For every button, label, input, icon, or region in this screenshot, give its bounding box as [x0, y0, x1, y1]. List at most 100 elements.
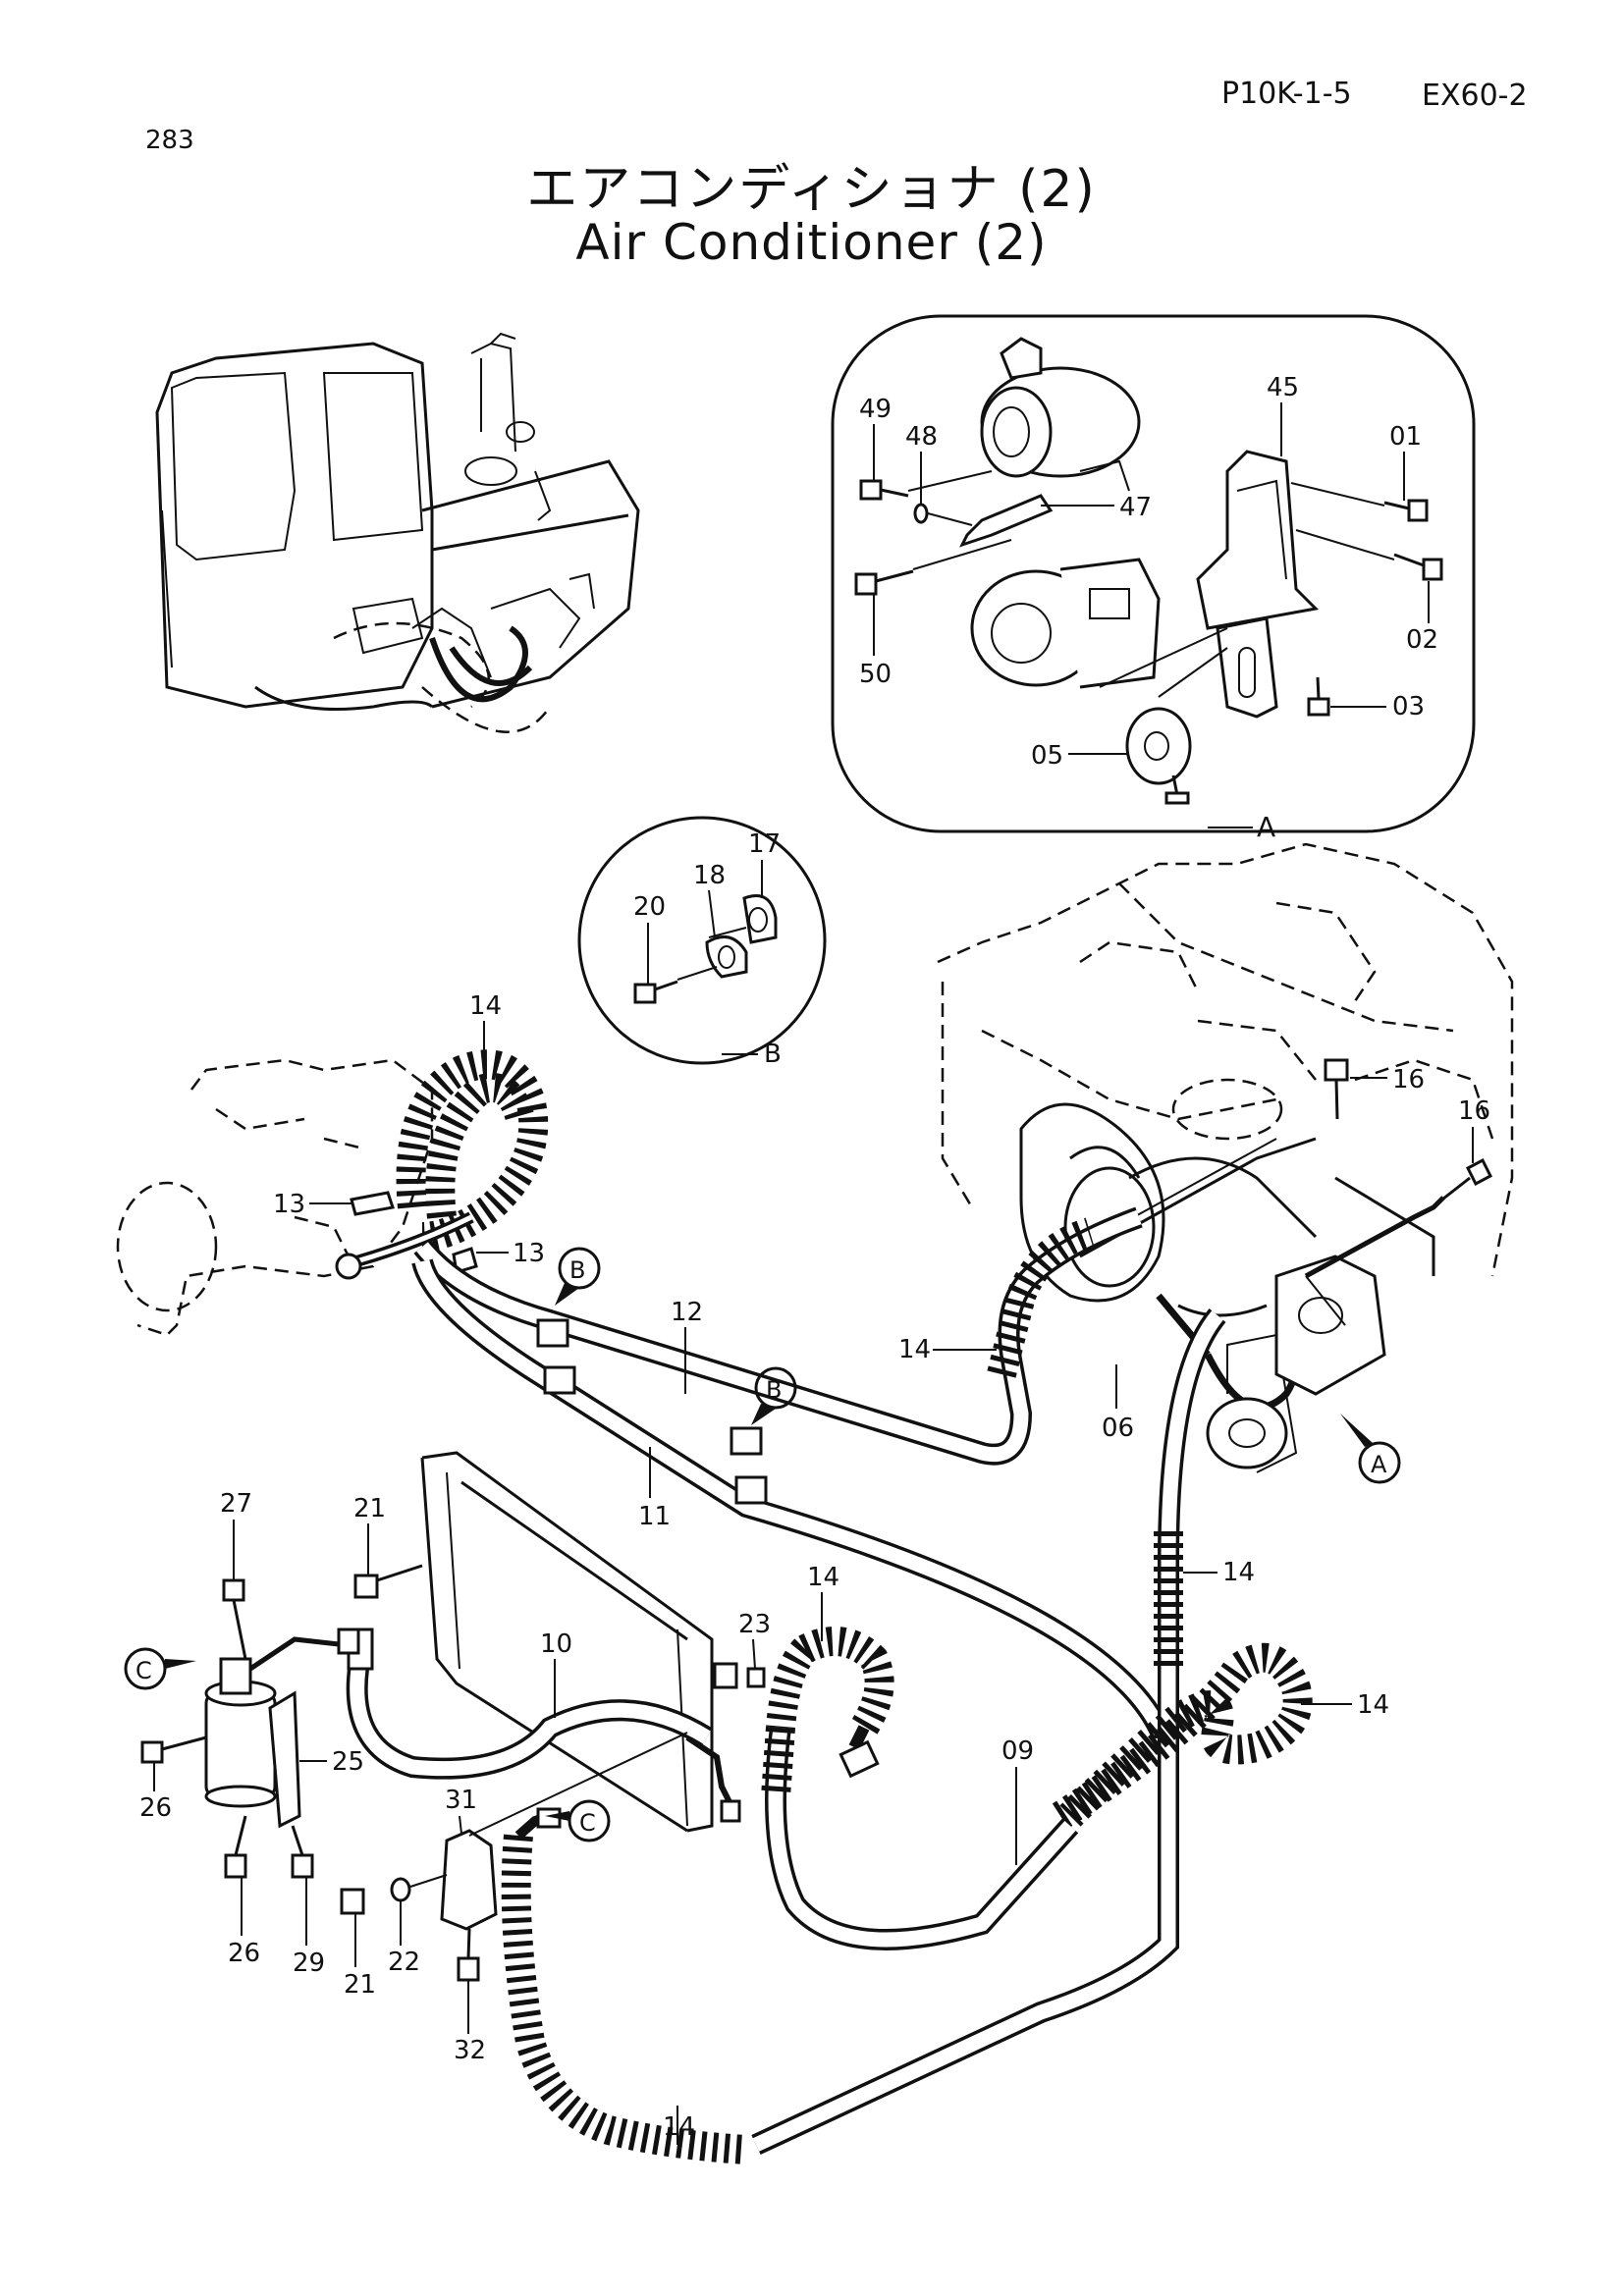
washer-22 [390, 1874, 448, 1902]
model-code: EX60-2 [1422, 79, 1528, 113]
callout-14-coil: 14 [1357, 1690, 1389, 1720]
excavator-overview-illustration [155, 332, 640, 733]
callout-49: 49 [859, 395, 892, 424]
hose-14-coil-lower [1052, 1642, 1313, 1829]
callout-16-upper: 16 [1392, 1065, 1425, 1095]
page-number: 283 [145, 126, 194, 155]
ref-marker-b-1: B [555, 1247, 601, 1306]
bolt-50 [854, 569, 914, 596]
detail-a-panel: A [831, 314, 1476, 843]
pipe-clamp-b1 [536, 1318, 569, 1348]
callout-20: 20 [633, 892, 666, 922]
callout-16-lower: 16 [1458, 1096, 1490, 1126]
svg-text:B: B [766, 1376, 782, 1404]
clamp-18 [705, 927, 748, 979]
bolt-21-lower [340, 1888, 365, 1915]
bracket-47 [959, 494, 1054, 548]
receiver-illustration [116, 1058, 434, 1337]
bracket-31 [440, 1732, 688, 1931]
callout-48: 48 [905, 422, 938, 452]
callout-03: 03 [1392, 692, 1425, 721]
callout-21-lower: 21 [344, 1970, 376, 2000]
bolt-03 [1307, 676, 1330, 717]
pipe-clamp-b2 [543, 1365, 576, 1395]
bracket-45 [1196, 450, 1320, 719]
callout-17: 17 [748, 829, 781, 859]
callout-05: 05 [1031, 741, 1063, 771]
svg-text:C: C [135, 1657, 152, 1684]
callout-13-upper: 13 [273, 1190, 305, 1219]
hose-14-coil-upper [396, 1049, 549, 1252]
callout-10: 10 [540, 1629, 572, 1659]
fitting-13-upper [350, 1191, 395, 1216]
bolt-01 [1383, 499, 1429, 522]
callout-14-top: 14 [469, 991, 502, 1021]
bolt-32 [457, 1928, 480, 1982]
callout-32: 32 [454, 2036, 486, 2065]
hose-14-center [761, 1627, 1079, 1950]
hose-09 [751, 1308, 1226, 2155]
callout-14-right: 14 [1222, 1558, 1255, 1587]
ref-marker-b-2: B [751, 1366, 797, 1425]
callout-18: 18 [693, 861, 726, 890]
callout-26-lower: 26 [228, 1939, 260, 1968]
washer-48 [913, 503, 929, 524]
receiver-drier-25 [204, 1628, 360, 1829]
ref-marker-a: A [1340, 1414, 1401, 1484]
bolt-16-upper [1324, 1058, 1349, 1120]
bolt-16-lower [1437, 1157, 1492, 1204]
hose-14-lower [501, 1807, 747, 2164]
callout-29: 29 [293, 1949, 325, 1978]
callout-14-center: 14 [807, 1563, 839, 1592]
bolt-29 [291, 1825, 314, 1879]
callout-26-left: 26 [139, 1793, 172, 1823]
callout-22: 22 [388, 1948, 420, 1977]
callout-01: 01 [1389, 422, 1422, 452]
bolt-20 [633, 980, 678, 1004]
pipe-clamp-b3 [730, 1426, 763, 1456]
callout-21-upper: 21 [353, 1494, 386, 1523]
callout-14-bottom: 14 [663, 2112, 695, 2142]
pipe-clamp-b4 [734, 1475, 768, 1505]
pipe-11 [411, 1257, 1178, 1738]
callout-25: 25 [332, 1747, 364, 1777]
detail-b-label: B [764, 1040, 782, 1069]
bolt-26-lower [224, 1815, 247, 1879]
callout-13-lower: 13 [513, 1239, 545, 1268]
callout-50: 50 [859, 660, 892, 689]
callout-02: 02 [1406, 625, 1438, 655]
engine-illustration [937, 842, 1514, 1473]
callout-23: 23 [738, 1610, 771, 1639]
catalog-code: P10K-1-5 [1221, 77, 1352, 111]
fitting-23 [746, 1667, 766, 1688]
bolt-26-left [140, 1735, 207, 1764]
alternator-illustration [980, 337, 1141, 492]
callout-31: 31 [445, 1786, 477, 1815]
callout-09: 09 [1001, 1736, 1034, 1766]
bolt-49 [859, 479, 909, 501]
pipe-12 [413, 1206, 1143, 1466]
idler-pulley-05 [1125, 707, 1192, 805]
clamp-17 [742, 894, 778, 944]
compressor-illustration [970, 558, 1161, 689]
bolt-02 [1393, 553, 1443, 581]
detail-b-panel: B 17 18 20 [577, 816, 827, 1069]
callout-45: 45 [1267, 373, 1299, 402]
callout-12: 12 [671, 1298, 703, 1327]
hose-14-engine [987, 1217, 1095, 1378]
title-english: Air Conditioner (2) [575, 214, 1048, 271]
callout-11: 11 [638, 1502, 671, 1531]
callout-14-mid: 14 [898, 1335, 931, 1364]
callout-27: 27 [220, 1489, 252, 1519]
ref-marker-c-2: C [545, 1799, 611, 1842]
callout-06: 06 [1102, 1414, 1134, 1443]
bolt-27 [222, 1578, 247, 1660]
svg-text:C: C [579, 1809, 596, 1837]
condenser-10 [420, 1451, 741, 1833]
bolt-21-upper [353, 1564, 423, 1599]
detail-a-label: A [1257, 811, 1275, 843]
svg-text:B: B [569, 1256, 585, 1284]
svg-text:A: A [1371, 1451, 1387, 1478]
ref-marker-c-1: C [124, 1647, 196, 1690]
